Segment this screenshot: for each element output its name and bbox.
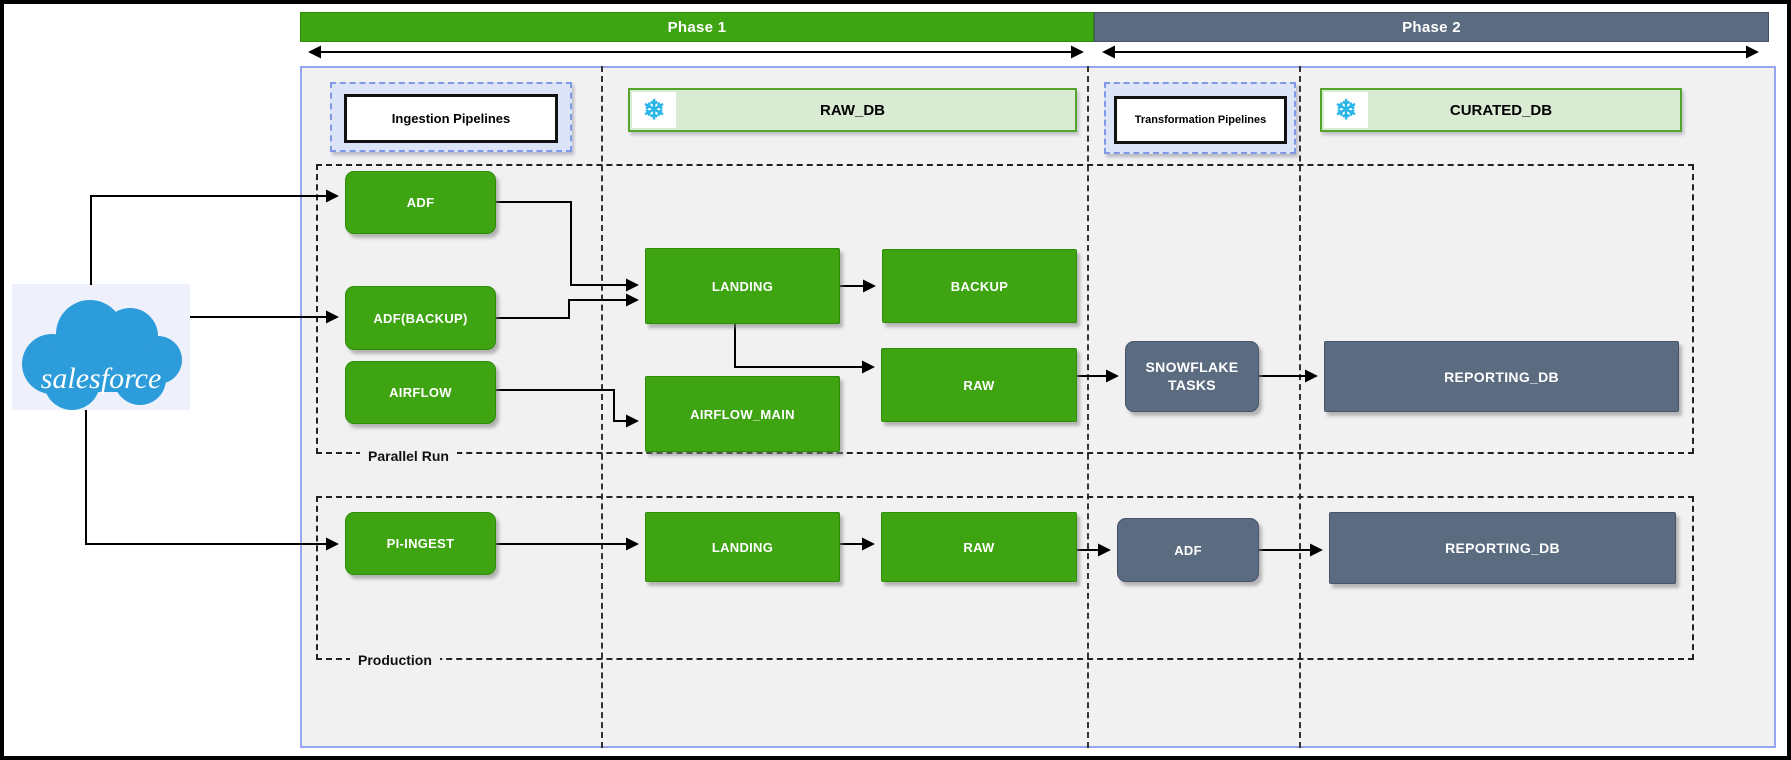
phase2-label: Phase 2 — [1402, 18, 1461, 36]
node-raw-parallel: RAW — [881, 348, 1077, 422]
curated-db-snowflake-cell: ❄ — [1324, 92, 1368, 128]
salesforce-cloud: salesforce — [22, 300, 182, 410]
raw-db-header: ❄ RAW_DB — [628, 88, 1077, 132]
node-adf-backup: ADF(BACKUP) — [345, 286, 496, 350]
salesforce-wordmark: salesforce — [41, 362, 162, 395]
node-adf: ADF — [345, 171, 496, 234]
phase1-bar: Phase 1 — [300, 12, 1094, 42]
node-airflow: AIRFLOW — [345, 361, 496, 424]
raw-db-label: RAW_DB — [819, 101, 885, 119]
column-divider-3 — [1299, 66, 1301, 748]
column-divider-2 — [1087, 66, 1089, 748]
node-airflow-main: AIRFLOW_MAIN — [645, 376, 840, 452]
node-reporting-db-prod: REPORTING_DB — [1329, 512, 1676, 584]
parallel-run-label: Parallel Run — [360, 448, 457, 464]
node-adf-prod: ADF — [1117, 518, 1259, 582]
node-reporting-db-parallel: REPORTING_DB — [1324, 341, 1679, 412]
node-landing-prod: LANDING — [645, 512, 840, 582]
ingestion-pipelines-header: Ingestion Pipelines — [344, 94, 558, 143]
snowflake-icon: ❄ — [1334, 94, 1358, 125]
node-raw-prod: RAW — [881, 512, 1077, 582]
curated-db-header: ❄ CURATED_DB — [1320, 88, 1682, 132]
node-pi-ingest: PI-INGEST — [345, 512, 496, 575]
transformation-pipelines-header: Transformation Pipelines — [1114, 96, 1287, 144]
curated-db-label: CURATED_DB — [1449, 101, 1553, 119]
parallel-run-region — [316, 164, 1694, 454]
snowflake-icon: ❄ — [642, 94, 666, 125]
raw-db-snowflake-cell: ❄ — [632, 92, 676, 128]
node-snowflake-tasks: SNOWFLAKE TASKS — [1125, 341, 1259, 412]
phase2-bar: Phase 2 — [1094, 12, 1769, 42]
production-label: Production — [350, 652, 440, 668]
node-backup: BACKUP — [882, 249, 1077, 323]
phase1-label: Phase 1 — [667, 18, 727, 36]
salesforce-logo: salesforce — [12, 284, 190, 410]
node-landing-parallel: LANDING — [645, 248, 840, 324]
production-region — [316, 496, 1694, 660]
